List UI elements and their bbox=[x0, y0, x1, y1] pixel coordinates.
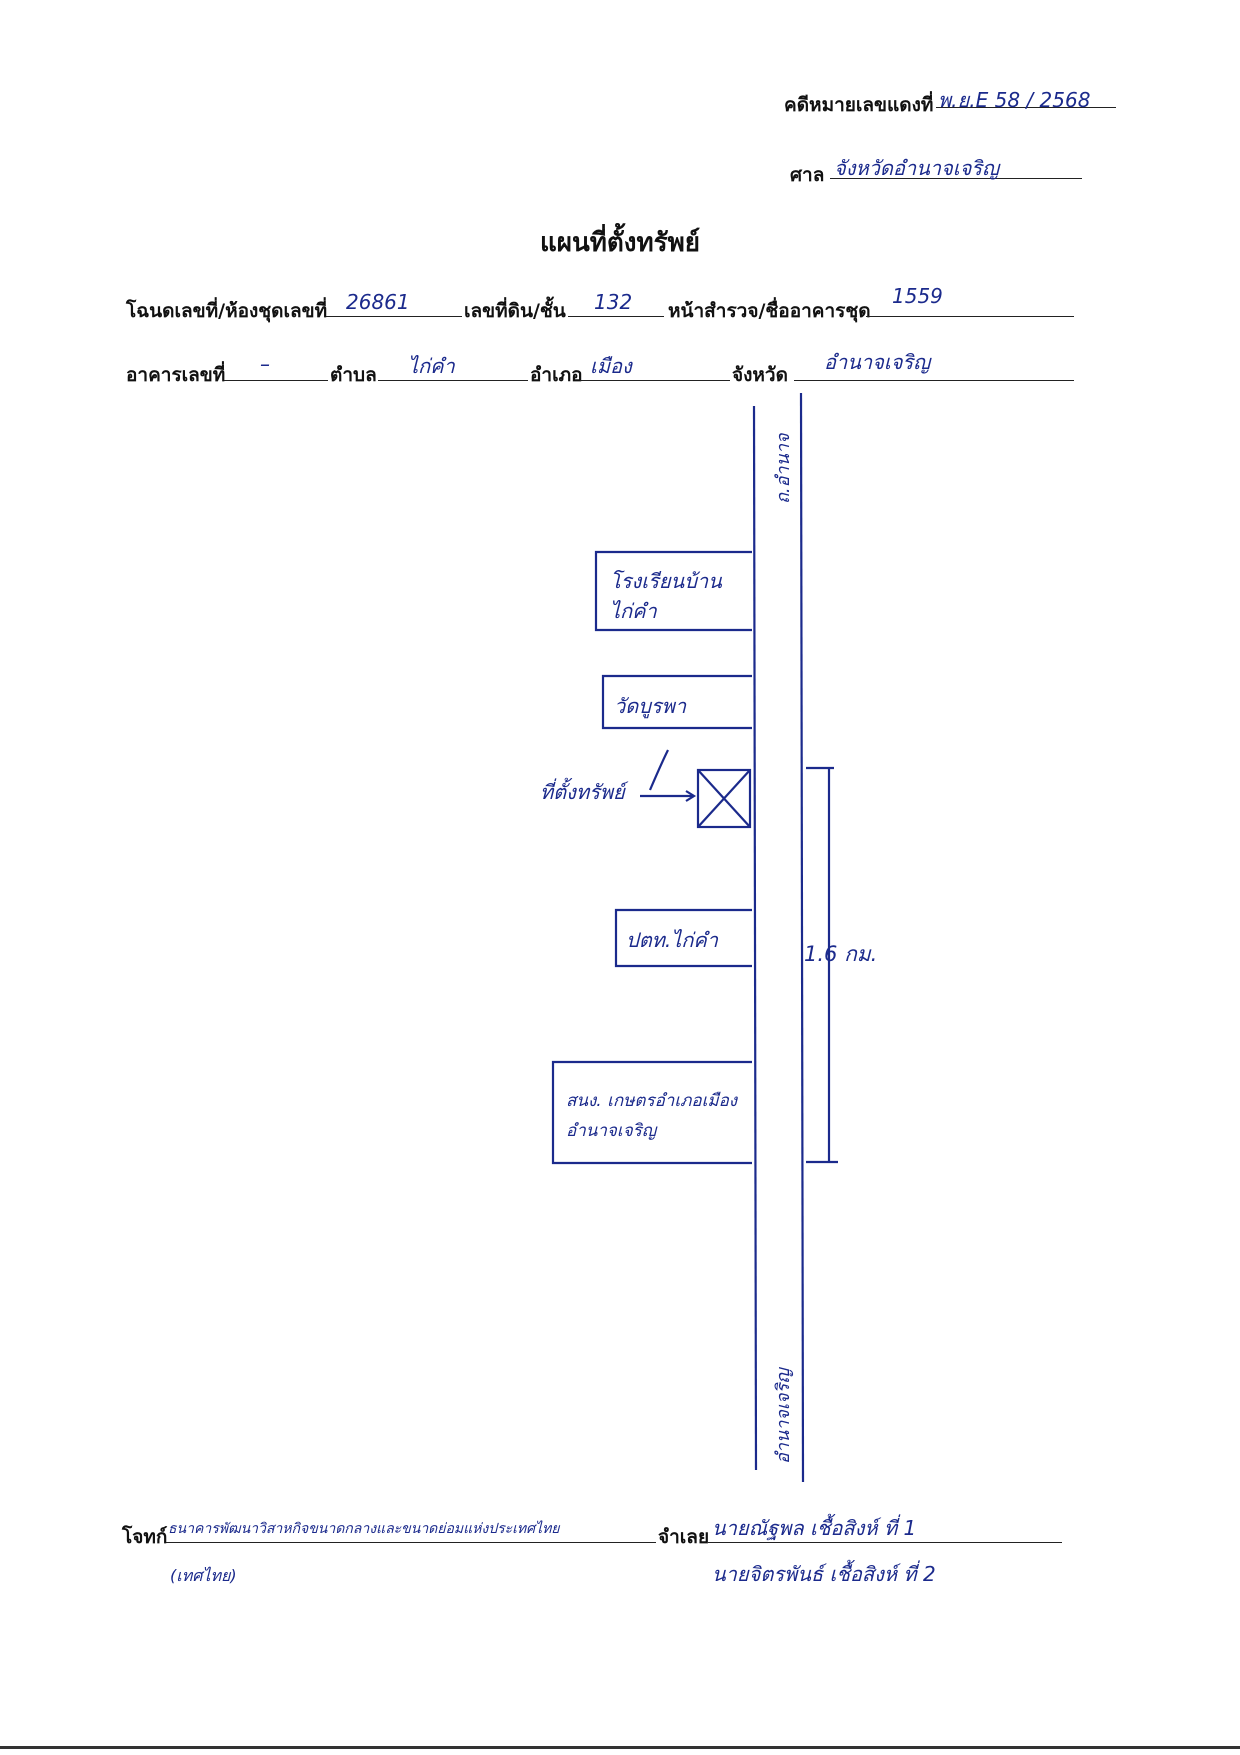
province-value: อำนาจเจริญ bbox=[824, 350, 931, 374]
land-no-label: เลขที่ดิน/ชั้น bbox=[464, 300, 566, 322]
page-title: แผนที่ตั้งทรัพย์ bbox=[540, 228, 700, 258]
province-line bbox=[794, 380, 1074, 381]
district-value: เมือง bbox=[590, 354, 632, 378]
plaintiff-value-cont: (เทศไทย) bbox=[170, 1566, 237, 1585]
road-bottom-label: อำนาจเจริญ bbox=[773, 1368, 794, 1464]
landmark-agri-office: สนง. เกษตรอำเภอเมืองอำนาจเจริญ bbox=[566, 1091, 738, 1141]
agri-office-box bbox=[551, 1060, 752, 1165]
defendant-2: นายจิตรพันธ์ เชื้อสิงห์ ที่ 2 bbox=[712, 1562, 936, 1586]
district-line bbox=[580, 380, 730, 381]
temple-box bbox=[601, 674, 752, 730]
province-label: จังหวัด bbox=[732, 364, 788, 386]
building-no-value: – bbox=[260, 352, 270, 376]
landmark-school: โรงเรียนบ้าน ไก่คำ bbox=[610, 569, 722, 623]
defendant-1: นายณัฐพล เชื้อสิงห์ ที่ 1 bbox=[712, 1516, 917, 1540]
case-number-label: คดีหมายเลขแดงที่ bbox=[784, 94, 934, 116]
road-right-edge bbox=[799, 392, 805, 1483]
subdistrict-value: ไก่คำ bbox=[408, 354, 455, 378]
plaintiff-label: โจทก์ bbox=[122, 1526, 168, 1548]
survey-page-line bbox=[866, 316, 1074, 317]
building-no-line bbox=[224, 380, 328, 381]
plaintiff-value: ธนาคารพัฒนาวิสาหกิจขนาดกลางและขนาดย่อมแห… bbox=[168, 1521, 560, 1537]
defendant-label: จำเลย bbox=[658, 1526, 710, 1548]
land-no-line bbox=[568, 316, 664, 317]
page-bottom-edge bbox=[0, 1746, 1240, 1749]
road-left-edge bbox=[752, 405, 758, 1471]
land-no-value: 132 bbox=[594, 290, 633, 314]
road-top-label: ถ.อำนาจ bbox=[773, 433, 794, 505]
distance-label: 1.6 กม. bbox=[804, 942, 878, 966]
property-marker bbox=[696, 768, 752, 829]
subdistrict-label: ตำบล bbox=[330, 364, 377, 386]
district-label: อำเภอ bbox=[530, 364, 583, 386]
deed-line bbox=[326, 316, 462, 317]
school-box bbox=[594, 550, 752, 632]
court-line bbox=[830, 178, 1082, 179]
deed-value: 26861 bbox=[346, 290, 410, 314]
building-no-label: อาคารเลขที่ bbox=[126, 364, 226, 386]
case-number-line bbox=[936, 107, 1116, 108]
court-value: จังหวัดอำนาจเจริญ bbox=[834, 156, 1000, 180]
deed-label: โฉนดเลขที่/ห้องชุดเลขที่ bbox=[126, 300, 328, 322]
court-label: ศาล bbox=[790, 164, 825, 186]
plaintiff-line bbox=[166, 1542, 656, 1543]
landmark-gas-station: ปตท.ไก่คำ bbox=[626, 928, 719, 952]
survey-page-label: หน้าสำรวจ/ชื่ออาคารชุด bbox=[668, 300, 871, 322]
survey-page-value: 1559 bbox=[892, 284, 943, 308]
landmark-temple: วัดบูรพา bbox=[614, 694, 687, 718]
property-label: ที่ตั้งทรัพย์ bbox=[540, 780, 625, 804]
defendant-line bbox=[708, 1542, 1062, 1543]
subdistrict-line bbox=[378, 380, 528, 381]
case-number-value: พ.ย.E 58 / 2568 bbox=[938, 88, 1091, 112]
gas-station-box bbox=[614, 908, 752, 968]
